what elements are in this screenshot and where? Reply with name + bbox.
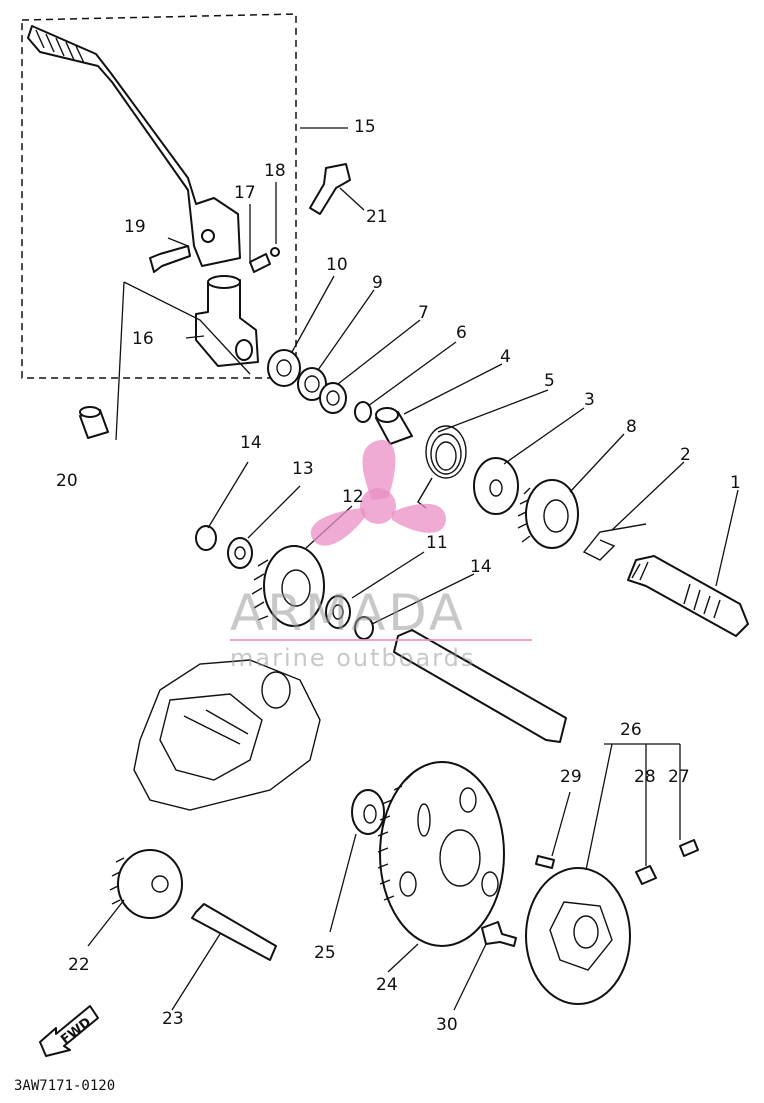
leader-lines bbox=[87, 127, 739, 1011]
idle-shaft-part bbox=[393, 629, 567, 743]
callout-28: 28 bbox=[634, 767, 656, 787]
callout-22: 22 bbox=[68, 955, 90, 975]
kick-lever-part bbox=[27, 25, 241, 267]
callout-4: 4 bbox=[500, 347, 511, 367]
torsion-spring-5-part bbox=[417, 425, 467, 509]
starter-clutch-26-part bbox=[525, 867, 631, 1005]
circlip-6-part bbox=[354, 401, 372, 423]
idle-gear-12-part bbox=[251, 545, 325, 627]
callout-2: 2 bbox=[680, 445, 691, 465]
armada-watermark: ARMADA marine outboards bbox=[230, 439, 532, 672]
callout-29: 29 bbox=[560, 767, 582, 787]
callout-24: 24 bbox=[376, 975, 398, 995]
callout-21: 21 bbox=[366, 207, 388, 227]
ball-18-part bbox=[270, 247, 280, 257]
callout-19: 19 bbox=[124, 217, 146, 237]
roller-29-part bbox=[535, 855, 555, 869]
bolt-19-part bbox=[149, 245, 191, 273]
washer-7-part bbox=[319, 382, 347, 414]
washer-13-part bbox=[227, 537, 253, 569]
callout-10: 10 bbox=[326, 255, 348, 275]
spring-clip-2-part bbox=[582, 523, 647, 561]
washer-11-part bbox=[325, 595, 351, 629]
callout-11: 11 bbox=[426, 533, 448, 553]
callout-14-upper: 14 bbox=[240, 433, 262, 453]
callout-7: 7 bbox=[418, 303, 429, 323]
callout-20: 20 bbox=[56, 471, 78, 491]
starter-gear-22-part bbox=[109, 849, 183, 919]
crankcase-outline bbox=[133, 659, 321, 811]
fwd-arrow-icon bbox=[39, 1005, 99, 1057]
callout-23: 23 bbox=[162, 1009, 184, 1029]
callout-15: 15 bbox=[354, 117, 376, 137]
washer-25-part bbox=[351, 789, 385, 835]
callout-16: 16 bbox=[132, 329, 154, 349]
callout-6: 6 bbox=[456, 323, 467, 343]
callout-13: 13 bbox=[292, 459, 314, 479]
watermark-brand: ARMADA bbox=[230, 584, 466, 642]
forward-direction-arrow: FWD bbox=[39, 1005, 99, 1057]
callout-1: 1 bbox=[730, 473, 741, 493]
callout-12: 12 bbox=[342, 487, 364, 507]
drawing-code: 3AW7171-0120 bbox=[14, 1078, 115, 1094]
callout-27: 27 bbox=[668, 767, 690, 787]
washer-stack bbox=[267, 349, 372, 423]
callout-labels: 1 2 3 4 5 6 7 8 9 10 11 12 13 14 14 15 1… bbox=[56, 117, 741, 1035]
circlip-14a-part bbox=[195, 525, 217, 551]
bolt-21-part bbox=[309, 163, 351, 215]
callout-25: 25 bbox=[314, 943, 336, 963]
starter-shaft-23-part bbox=[191, 903, 277, 961]
callout-8: 8 bbox=[626, 417, 637, 437]
spring-27-part bbox=[679, 839, 699, 857]
washer-9-part bbox=[297, 367, 327, 401]
washer-3-part bbox=[473, 457, 519, 515]
callout-17: 17 bbox=[234, 183, 256, 203]
pin-17-part bbox=[249, 253, 271, 273]
callout-3: 3 bbox=[584, 390, 595, 410]
plunger-28-part bbox=[635, 865, 657, 885]
callout-5: 5 bbox=[544, 371, 555, 391]
watermark-tagline: marine outboards bbox=[230, 644, 475, 672]
kick-axle-1-part bbox=[627, 555, 749, 637]
callout-9: 9 bbox=[372, 273, 383, 293]
kick-gear-8-part bbox=[517, 479, 579, 549]
callout-26: 26 bbox=[620, 720, 642, 740]
kick-crank-assembly bbox=[21, 13, 297, 379]
callout-14-lower: 14 bbox=[470, 557, 492, 577]
washer-10-part bbox=[267, 349, 301, 387]
bolt-30-part bbox=[481, 921, 517, 947]
propeller-logo-icon bbox=[310, 439, 446, 546]
starter-wheel-gear-24-part bbox=[377, 761, 505, 947]
callout-18: 18 bbox=[264, 161, 286, 181]
callout-30: 30 bbox=[436, 1015, 458, 1035]
